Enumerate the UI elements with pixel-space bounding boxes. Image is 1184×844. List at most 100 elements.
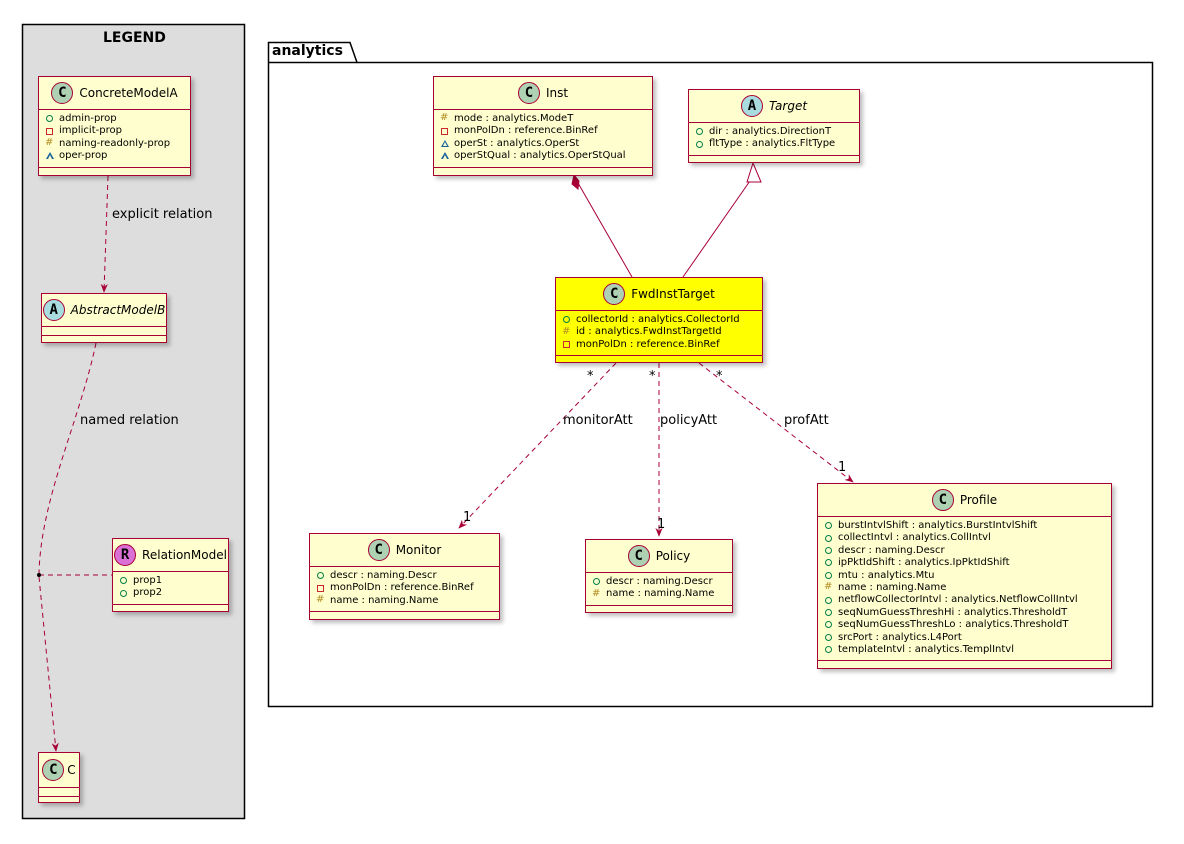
- class-abstract-model-b[interactable]: A AbstractModelB: [41, 293, 167, 343]
- attribute-text: name : naming.Name: [606, 588, 715, 600]
- public-visibility-icon: [316, 571, 326, 581]
- class-header: C Monitor: [310, 534, 499, 567]
- attribute-row: operStQual : analytics.OperStQual: [440, 150, 646, 162]
- attribute-text: burstIntvlShift : analytics.BurstIntvlSh…: [838, 520, 1038, 531]
- attribute-row: descr : naming.Descr: [316, 570, 493, 582]
- attribute-text: descr : naming.Descr: [606, 576, 713, 587]
- protected-visibility-icon: [45, 137, 55, 149]
- monitor-dst-multiplicity: 1: [463, 510, 472, 525]
- attribute-list: mode : analytics.ModeT monPolDn : refere…: [434, 110, 652, 168]
- class-monitor[interactable]: C Monitor descr : naming.Descr monPolDn …: [309, 533, 500, 620]
- attribute-row: descr : naming.Descr: [592, 576, 726, 588]
- profile-src-multiplicity: *: [716, 369, 723, 384]
- attribute-text: implicit-prop: [59, 125, 122, 137]
- attribute-row: monPolDn : reference.BinRef: [316, 582, 493, 594]
- attribute-text: prop1: [133, 575, 163, 586]
- attribute-list: collectorId : analytics.CollectorId id :…: [556, 311, 762, 356]
- class-c-badge-icon: C: [627, 545, 650, 567]
- attribute-row: seqNumGuessThreshLo : analytics.Threshol…: [824, 619, 1105, 631]
- protected-visibility-icon: [824, 581, 834, 593]
- attribute-row: seqNumGuessThreshHi : analytics.Threshol…: [824, 607, 1105, 619]
- attribute-row: descr : naming.Descr: [824, 545, 1105, 557]
- public-visibility-icon: [824, 546, 834, 556]
- attribute-list: descr : naming.Descr name : naming.Name: [586, 573, 732, 606]
- class-c-badge-icon: C: [51, 82, 74, 104]
- class-name: AbstractModelB: [70, 303, 166, 317]
- attribute-row: admin-prop: [45, 113, 184, 125]
- attribute-row: naming-readonly-prop: [45, 137, 184, 150]
- attribute-row: mtu : analytics.Mtu: [824, 570, 1105, 582]
- attribute-text: operStQual : analytics.OperStQual: [454, 150, 626, 162]
- policy-dst-multiplicity: 1: [657, 517, 666, 532]
- public-visibility-icon: [824, 534, 834, 544]
- public-visibility-icon: [824, 596, 834, 606]
- attribute-row: collectIntvl : analytics.CollIntvl: [824, 532, 1105, 544]
- attribute-text: monPolDn : reference.BinRef: [576, 338, 720, 350]
- public-visibility-icon: [562, 315, 572, 325]
- profile-att-label: profAtt: [784, 413, 829, 428]
- attribute-text: prop2: [133, 587, 163, 599]
- attribute-text: seqNumGuessThreshHi : analytics.Threshol…: [838, 606, 1068, 618]
- composition-diamond: [571, 173, 580, 190]
- attribute-row: fltType : analytics.FltType: [695, 138, 853, 150]
- attribute-row: dir : analytics.DirectionT: [695, 126, 853, 138]
- class-name: Inst: [545, 86, 569, 100]
- class-relation-model[interactable]: R RelationModel prop1 prop2: [112, 538, 229, 612]
- class-c[interactable]: C C: [38, 752, 80, 803]
- attribute-row: operSt : analytics.OperSt: [440, 138, 646, 150]
- class-name: RelationModel: [142, 548, 227, 562]
- public-visibility-icon: [824, 633, 834, 643]
- attribute-text: collectorId : analytics.CollectorId: [576, 314, 740, 325]
- class-name: Monitor: [395, 543, 442, 557]
- private-visibility-icon: [440, 127, 450, 137]
- attribute-text: monPolDn : reference.BinRef: [330, 582, 474, 594]
- class-policy[interactable]: C Policy descr : naming.Descr name : nam…: [585, 539, 733, 613]
- relation-r-badge-icon: R: [114, 544, 137, 566]
- class-header: C FwdInstTarget: [556, 278, 762, 311]
- attribute-list: descr : naming.Descr monPolDn : referenc…: [310, 567, 499, 612]
- protected-visibility-icon: [592, 588, 602, 600]
- class-target[interactable]: A Target dir : analytics.DirectionT fltT…: [688, 89, 860, 163]
- abstract-a-badge-icon: A: [42, 299, 65, 321]
- attribute-text: mode : analytics.ModeT: [454, 113, 574, 124]
- class-concrete-model-a[interactable]: C ConcreteModelA admin-prop implicit-pro…: [38, 76, 191, 176]
- attribute-text: naming-readonly-prop: [59, 137, 171, 149]
- monitor-src-multiplicity: *: [587, 369, 594, 384]
- attribute-list: dir : analytics.DirectionT fltType : ana…: [689, 123, 859, 156]
- attribute-text: seqNumGuessThreshLo : analytics.Threshol…: [838, 619, 1069, 631]
- class-inst[interactable]: C Inst mode : analytics.ModeT monPolDn :…: [433, 76, 653, 176]
- protected-visibility-icon: [316, 594, 326, 606]
- attribute-list: prop1 prop2: [113, 572, 228, 605]
- policy-att-label: policyAtt: [660, 413, 718, 428]
- attribute-text: admin-prop: [59, 113, 117, 124]
- attribute-row: monPolDn : reference.BinRef: [562, 339, 756, 351]
- attribute-text: fltType : analytics.FltType: [709, 138, 836, 150]
- attribute-row: netflowCollectorIntvl : analytics.Netflo…: [824, 594, 1105, 606]
- package-visibility-icon: [440, 151, 450, 161]
- named-relation-arrow: [38, 576, 59, 752]
- public-visibility-icon: [824, 558, 834, 568]
- class-c-badge-icon: C: [517, 82, 540, 104]
- class-profile[interactable]: C Profile burstIntvlShift : analytics.Bu…: [817, 483, 1112, 669]
- named-relation-label: named relation: [80, 413, 179, 428]
- class-header: A Target: [689, 90, 859, 123]
- class-c-badge-icon: C: [42, 759, 65, 781]
- attribute-text: descr : naming.Descr: [838, 544, 945, 556]
- generalization-line: [682, 177, 753, 278]
- named-relation-line: [38, 342, 97, 576]
- public-visibility-icon: [119, 576, 129, 586]
- attribute-text: descr : naming.Descr: [330, 570, 437, 581]
- class-fwd-inst-target[interactable]: C FwdInstTarget collectorId : analytics.…: [555, 277, 763, 363]
- attribute-row: ipPktIdShift : analytics.IpPktIdShift: [824, 557, 1105, 569]
- class-c-badge-icon: C: [931, 489, 954, 511]
- profile-dst-multiplicity: 1: [838, 460, 847, 475]
- attribute-row: srcPort : analytics.L4Port: [824, 632, 1105, 644]
- private-visibility-icon: [316, 584, 326, 594]
- attribute-text: mtu : analytics.Mtu: [838, 569, 935, 581]
- monitor-att-label: monitorAtt: [563, 413, 633, 428]
- class-name: Policy: [655, 549, 691, 563]
- attribute-text: operSt : analytics.OperSt: [454, 137, 580, 149]
- relation-junction-dot: [37, 573, 41, 577]
- class-name: ConcreteModelA: [79, 86, 178, 100]
